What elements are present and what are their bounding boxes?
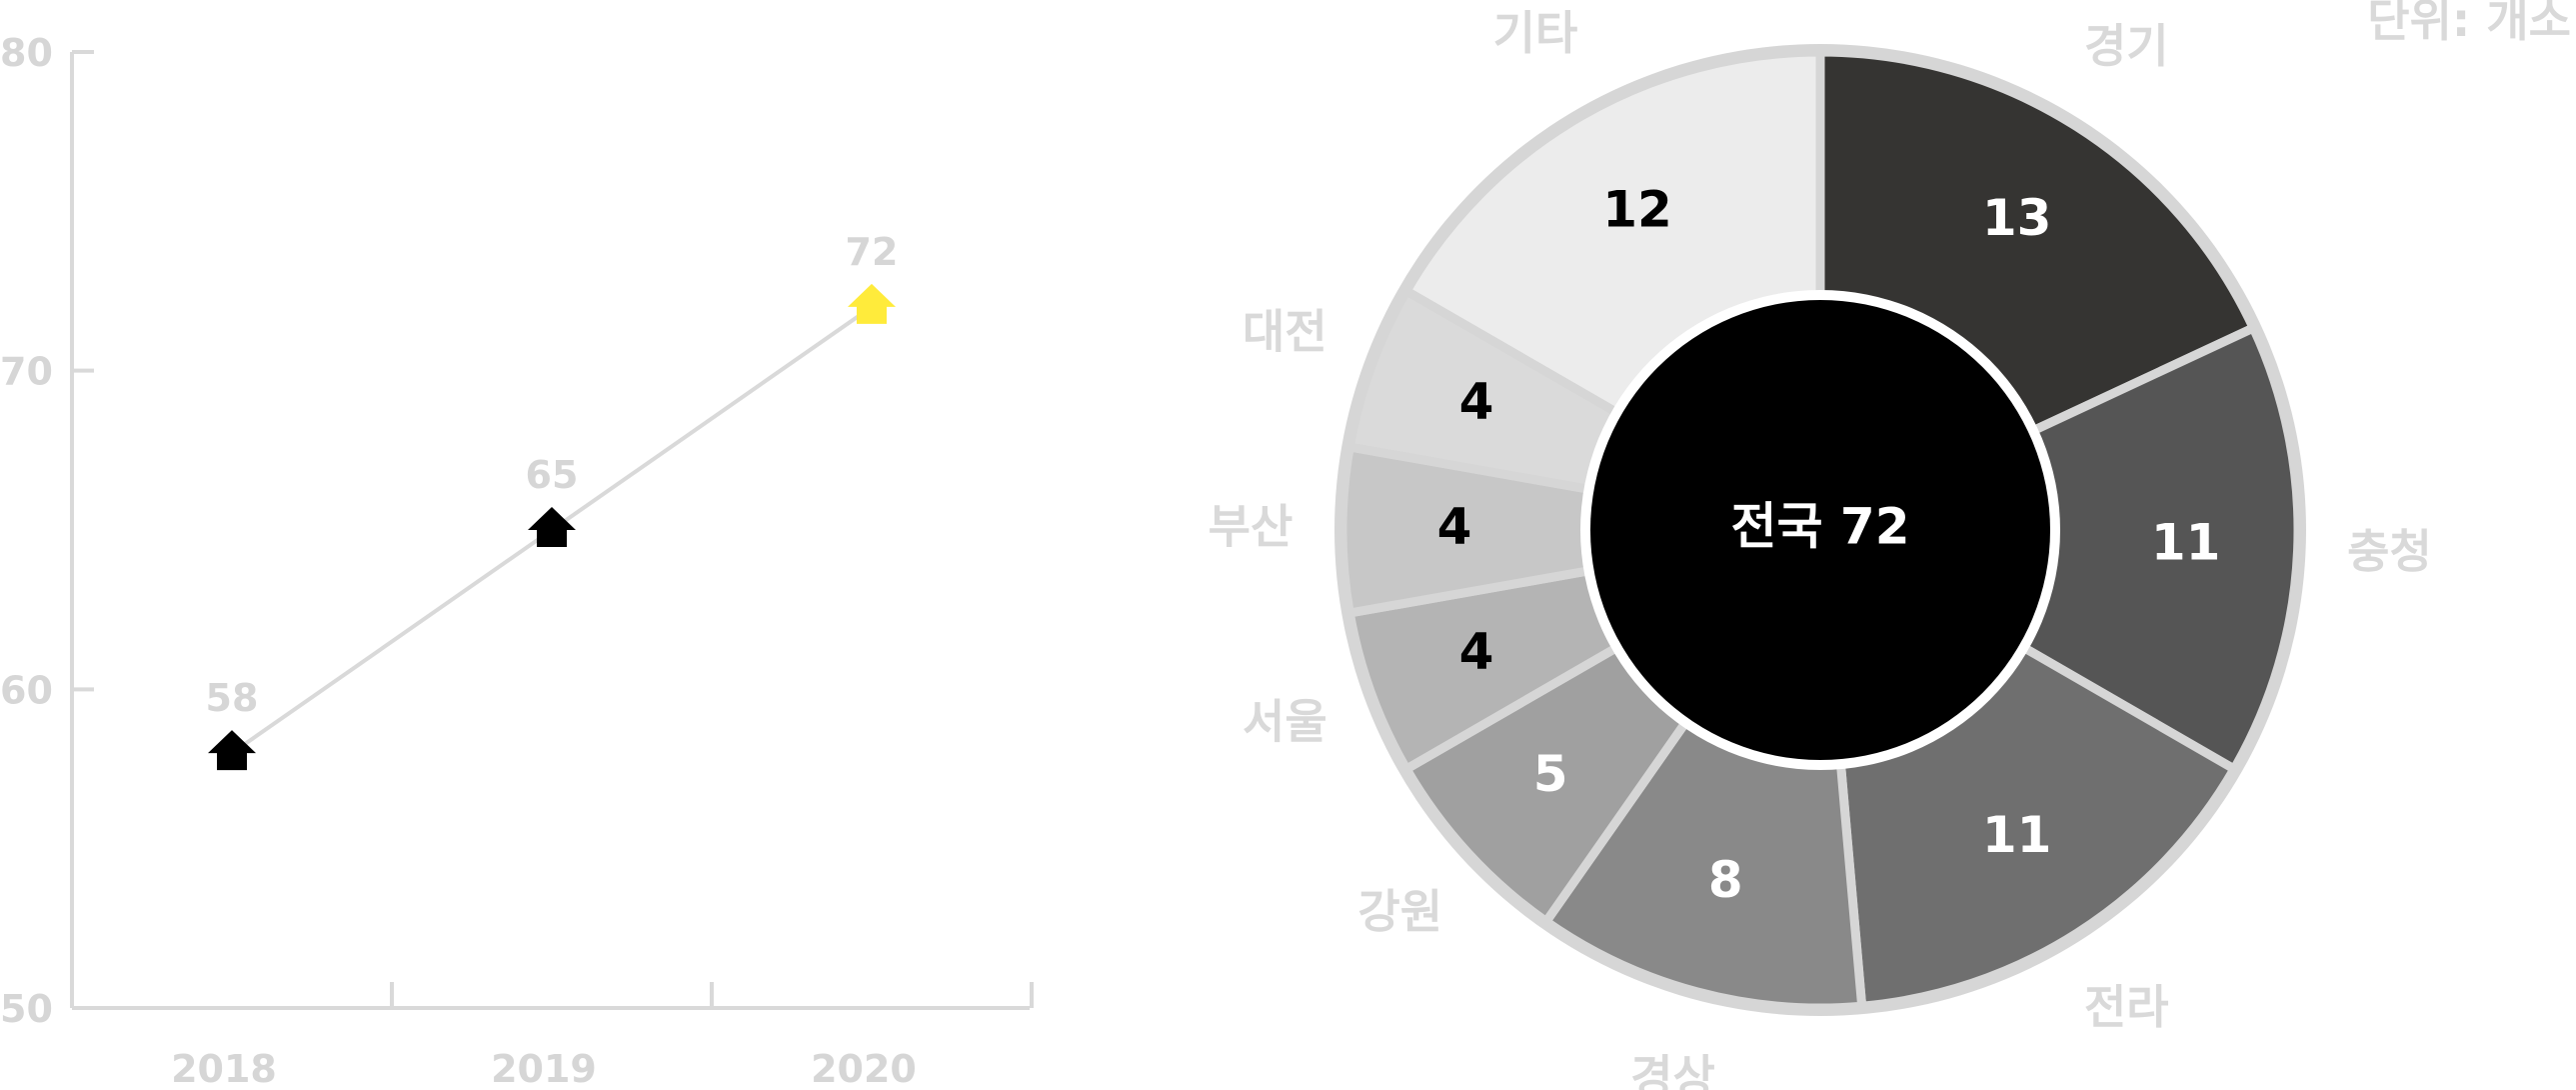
region-label: 부산 — [1209, 500, 1293, 554]
slice-value-label: 4 — [1459, 372, 1494, 430]
markers — [208, 283, 896, 771]
data-value-label: 72 — [846, 230, 899, 274]
slice-value-label: 4 — [1437, 498, 1472, 556]
region-label: 충청 — [2347, 524, 2432, 578]
line-chart: 50 60 70 80 2018 2019 2020 58 65 72 — [0, 31, 1034, 1090]
x-axis-labels: 2018 2019 2020 — [171, 1047, 917, 1090]
region-label: 강원 — [1357, 885, 1442, 939]
region-label: 전라 — [2084, 980, 2169, 1034]
slice-values: 13 11 11 8 5 4 4 4 12 — [1437, 181, 2221, 909]
data-value-label: 58 — [206, 676, 259, 720]
up-arrow-marker — [208, 730, 256, 771]
y-tick-label: 60 — [0, 668, 53, 712]
slice-value-label: 5 — [1533, 745, 1568, 803]
y-axis-ticks: 50 60 70 80 — [0, 31, 94, 1031]
y-tick-label: 50 — [0, 987, 53, 1031]
slice-value-label: 11 — [2151, 513, 2221, 571]
center-disc — [1590, 300, 2050, 760]
x-tick-label: 2020 — [811, 1047, 917, 1090]
slice-value-label: 11 — [1982, 806, 2052, 864]
x-tick-label: 2018 — [171, 1047, 277, 1090]
region-label: 서울 — [1243, 694, 1327, 748]
data-value-label: 65 — [526, 453, 579, 497]
region-label: 대전 — [1243, 305, 1327, 359]
up-arrow-marker — [528, 507, 576, 547]
y-tick-label: 70 — [0, 350, 53, 394]
value-labels: 58 65 72 — [206, 230, 899, 720]
y-tick-label: 80 — [0, 31, 53, 75]
center-label: 전국 72 — [1731, 498, 1910, 556]
slice-value-label: 13 — [1982, 189, 2052, 247]
unit-label: 단위: 개소 — [2367, 0, 2571, 47]
up-arrow-marker — [848, 283, 896, 324]
slice-value-label: 4 — [1459, 623, 1494, 681]
donut-slices — [1337, 47, 2303, 1013]
slice-value-label: 8 — [1708, 851, 1743, 909]
x-axis-ticks — [390, 982, 1034, 1008]
x-tick-label: 2019 — [491, 1047, 597, 1090]
slice-value-label: 12 — [1602, 181, 1672, 239]
region-label: 기타 — [1493, 6, 1578, 60]
region-label: 경상 — [1630, 1050, 1715, 1090]
region-label: 경기 — [2084, 19, 2169, 73]
